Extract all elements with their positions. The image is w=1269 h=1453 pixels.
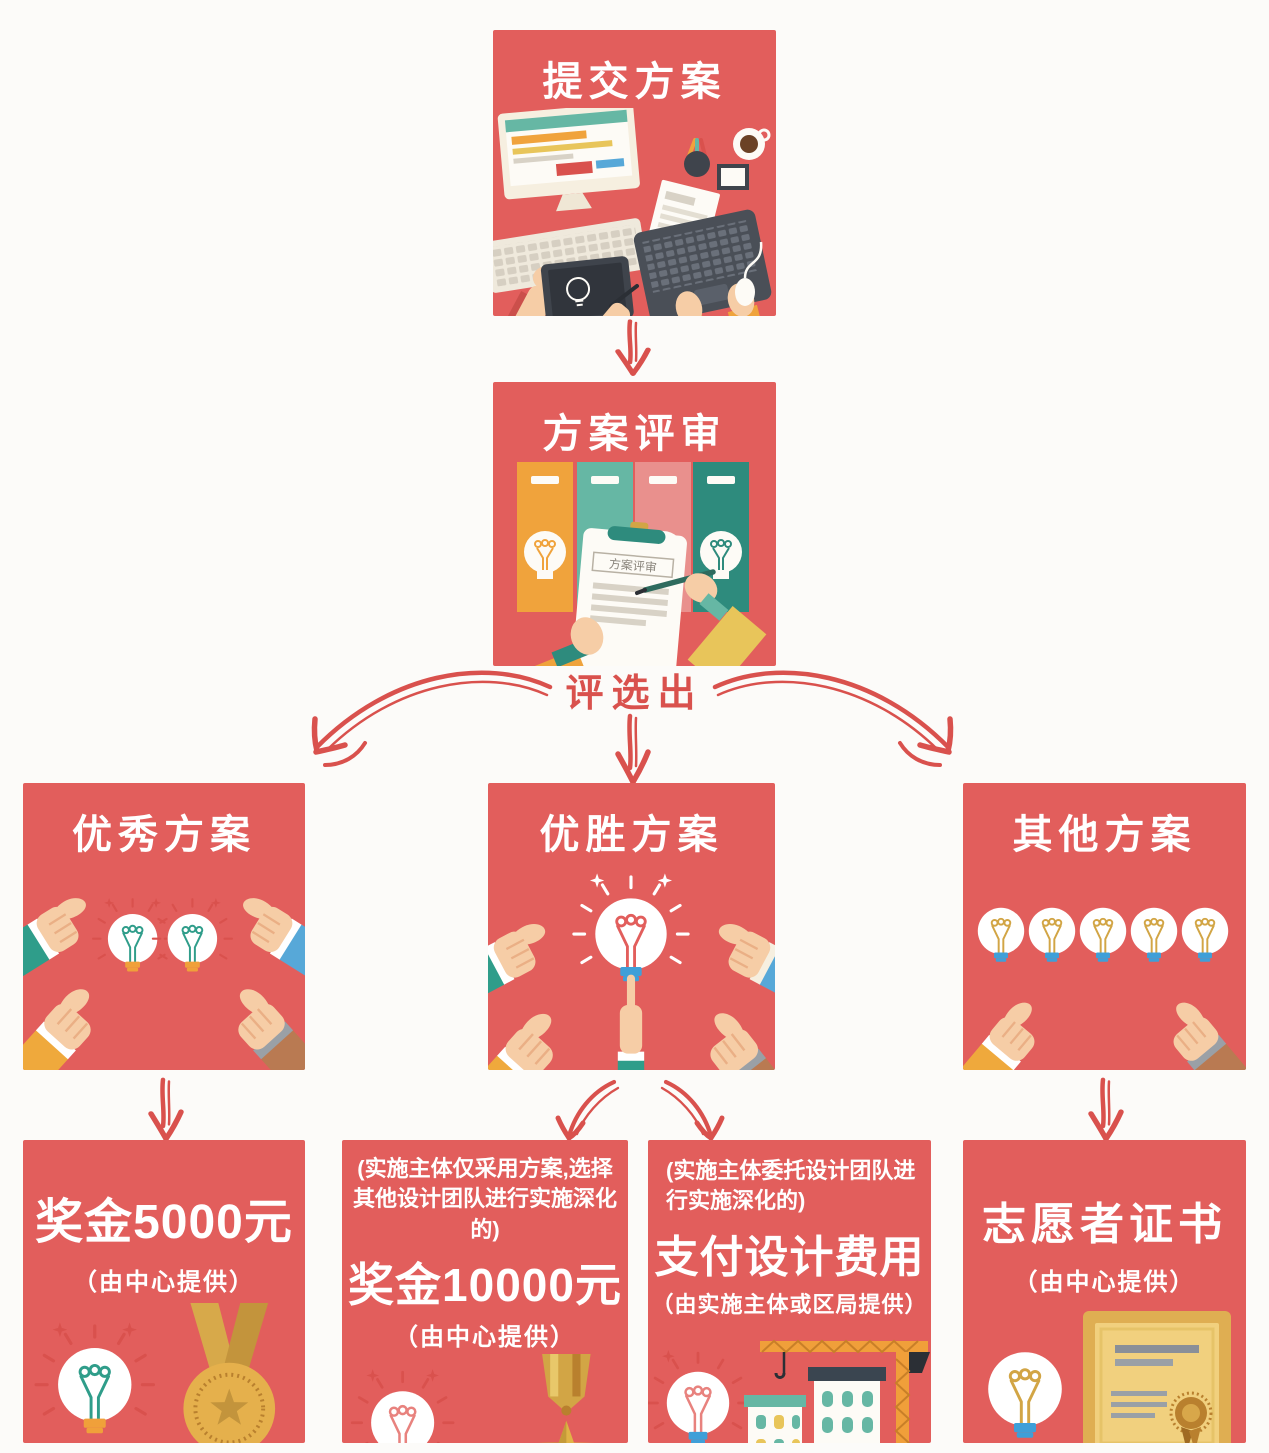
bulb-icon [34,1322,156,1434]
pencil-cup-icon [684,138,710,177]
outcome-prize10000-pretext: (实施主体仅采用方案,选择其他设计团队进行实施深化的) [352,1156,617,1242]
bulb-icon [572,873,690,982]
bulb-icon [91,897,174,972]
outcome-payfee-title: 支付设计费用 [654,1232,925,1282]
thumb-up-icon [488,924,546,1010]
monitor-icon [497,108,640,212]
outcome-payfee-subtitle: （由实施主体或区局提供） [651,1291,928,1317]
workspace-illustration [493,108,772,316]
arrow-down-other [1088,1077,1124,1142]
outcome-certificate-subtitle: （由中心提供） [1013,1269,1196,1296]
stylus-hand-icon [593,284,639,316]
outcome-prize10000-box: (实施主体仅采用方案,选择其他设计团队进行实施深化的) 奖金10000元 （由中… [342,1140,628,1443]
thumbs-single-bulb-illustration [488,873,775,1070]
star-medal-icon [541,1354,592,1443]
bulb-icon [151,897,234,972]
thumb-up-icon [963,1002,1035,1070]
outcome-prize5000-title: 奖金5000元 [35,1196,293,1249]
arrow-curve-down-left [555,1079,620,1141]
pointing-hand-icon [617,974,645,1070]
mouse-icon [735,241,763,306]
clipboard-label: 方案评审 [608,556,657,575]
review-clipboard-illustration: 方案评审 [517,462,767,666]
arrow-down-excellent [148,1077,184,1142]
thumb-up-icon [23,989,91,1070]
thumb-up-icon [718,924,775,1010]
thumb-up-icon [243,898,305,987]
certificate-icon [1083,1311,1231,1443]
photo-frame-icon [717,164,749,190]
thumb-up-icon [238,989,305,1070]
bulb-icon [988,1352,1062,1438]
thumb-up-icon [1173,1002,1246,1070]
bulb-star-medal-illustration [350,1354,592,1443]
bulb-buildings-crane-illustration [648,1339,930,1443]
selected-label: 评选出 [565,673,704,715]
bulb-icon [648,1349,750,1443]
five-bulbs-illustration [963,907,1246,1070]
thumb-up-icon [23,898,86,987]
branch-winning-box: 优胜方案 [488,783,775,1070]
outcome-certificate-box: 志愿者证书 （由中心提供） [963,1140,1246,1443]
outcome-prize5000-box: 奖金5000元 （由中心提供） [23,1140,305,1443]
outcome-prize10000-title: 奖金10000元 [348,1259,622,1312]
bulb-icon [350,1369,455,1443]
bulb-certificate-illustration [988,1311,1231,1443]
outcome-payfee-pretext: (实施主体委托设计团队进行实施深化的) [666,1158,916,1214]
coffee-cup-icon [733,128,771,160]
outcome-prize10000-subtitle: （由中心提供） [394,1324,576,1352]
bulb-medal-illustration [34,1302,276,1443]
outcome-prize5000-subtitle: （由中心提供） [73,1269,255,1296]
arrow-curved-right [712,670,954,767]
bulb-row-icon [977,907,1229,962]
step-review-title: 方案评审 [542,412,727,456]
arrow-curve-down-right [660,1079,725,1141]
step-review-box: 方案评审 [493,382,776,666]
branch-excellent-box: 优秀方案 [23,783,305,1070]
pen-hand-icon [635,569,767,666]
branch-excellent-title: 优秀方案 [72,813,256,857]
holding-hand-icon [532,617,604,666]
buildings-icon [744,1366,886,1443]
arrow-down-middle [615,713,651,785]
branch-other-title: 其他方案 [1012,813,1197,857]
step-submit-box: 提交方案 [493,30,776,316]
arrow-curved-left [311,670,553,767]
outcome-certificate-title: 志愿者证书 [982,1200,1227,1249]
arrow-down-1 [615,319,651,376]
thumb-up-icon [710,1013,775,1070]
outcome-payfee-box: (实施主体委托设计团队进行实施深化的) 支付设计费用 （由实施主体或区局提供） [648,1140,931,1443]
branch-winning-title: 优胜方案 [539,813,724,857]
crane-icon [760,1339,930,1443]
medal-icon [183,1302,276,1443]
branch-other-box: 其他方案 [963,783,1246,1070]
thumbs-two-bulbs-illustration [23,897,305,1070]
thumb-up-icon [488,1013,553,1070]
step-submit-title: 提交方案 [542,60,727,104]
